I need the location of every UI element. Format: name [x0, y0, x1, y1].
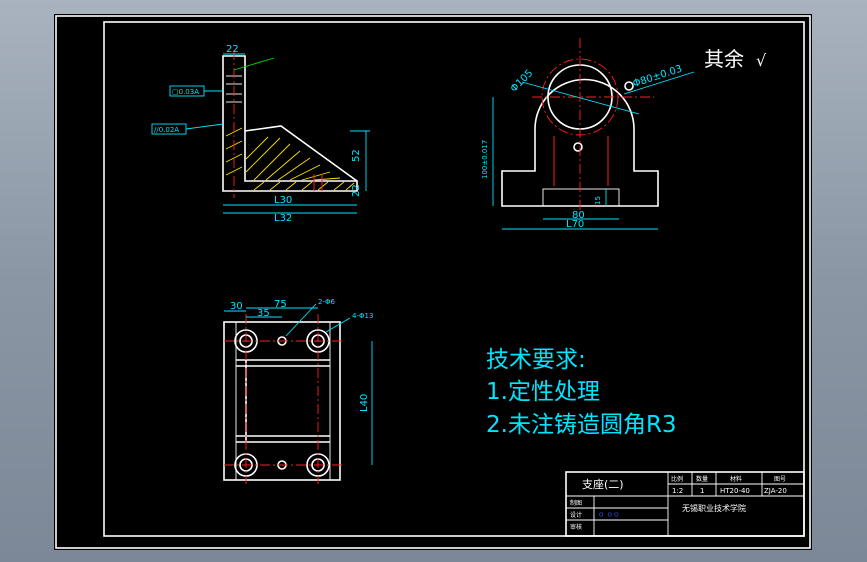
dim-side-length-2: L32	[274, 213, 292, 224]
dim-front-base-width: 80	[572, 210, 585, 221]
side-view: 22 52 22 L30 L32 ▢0.03A //0.02A	[151, 44, 370, 224]
dim-top-hole-offset: 35	[257, 308, 270, 319]
tech-requirements-title: 技术要求:	[486, 347, 586, 373]
callout-two-holes: 2-Φ6	[318, 298, 335, 306]
dim-top-hole-spacing: 75	[274, 299, 287, 310]
dim-top-length: L40	[359, 394, 370, 412]
value-material: HT20-40	[720, 487, 750, 495]
designer-name: ㅇ ㅇㅇ	[598, 511, 620, 519]
dim-side-rib-height: 52	[351, 149, 362, 162]
drawing-sheet: 22 52 22 L30 L32 ▢0.03A //0.02A Φ105 Φ	[54, 14, 812, 550]
header-quantity: 数量	[696, 475, 708, 483]
parallelism-callout: //0.02A	[154, 126, 179, 134]
front-view-outline	[501, 78, 659, 207]
dim-front-slot-depth: 15	[594, 196, 602, 205]
title-block: 支座(二) 比例 数量 材料 图号 1:2 1 HT20-40 ZJA-20 制…	[565, 471, 805, 537]
front-view: Φ105 Φ80±0.03 100±0.017 80 15 L70	[481, 38, 695, 230]
dim-side-thickness: 22	[226, 44, 239, 55]
row-label-designer: 设计	[570, 511, 582, 519]
tech-requirement-item: 2.未注铸造圆角R3	[486, 412, 677, 438]
value-scale: 1:2	[672, 487, 683, 495]
dim-front-outer-diameter: Φ105	[509, 68, 536, 95]
inner-frame	[103, 21, 805, 537]
school-name: 无锡职业技术学院	[682, 503, 746, 513]
dim-top-edge-offset: 30	[230, 301, 243, 312]
header-scale: 比例	[671, 475, 683, 483]
technical-drawing: 22 52 22 L30 L32 ▢0.03A //0.02A Φ105 Φ	[55, 15, 811, 549]
row-label-drafter: 制图	[570, 499, 582, 507]
row-label-reviewer: 审核	[570, 523, 582, 531]
header-drawing-no: 图号	[774, 476, 786, 483]
roughness-note: 其余	[704, 47, 744, 71]
oil-hole	[624, 81, 634, 91]
dim-side-base-height: 22	[351, 184, 362, 197]
tech-requirement-item: 1.定性处理	[486, 379, 600, 405]
value-quantity: 1	[700, 487, 704, 495]
top-view: 30 35 75 L40 4-Φ13 2-Φ6	[223, 298, 373, 484]
dim-front-total-width: L70	[566, 219, 584, 230]
side-view-outline	[222, 55, 358, 192]
roughness-symbol: √	[756, 51, 767, 70]
header-material: 材料	[730, 475, 742, 483]
side-view-rib	[244, 125, 358, 182]
mounting-holes	[234, 329, 330, 477]
dim-front-bore-diameter: Φ80±0.03	[632, 64, 684, 90]
flatness-callout: ▢0.03A	[172, 88, 199, 96]
outer-frame	[55, 15, 811, 549]
value-drawing-no: ZJA-20	[764, 487, 787, 495]
part-name: 支座(二)	[582, 477, 624, 491]
dim-front-center-height: 100±0.017	[481, 140, 489, 179]
dim-side-length-1: L30	[274, 195, 292, 206]
callout-four-holes: 4-Φ13	[352, 312, 373, 320]
